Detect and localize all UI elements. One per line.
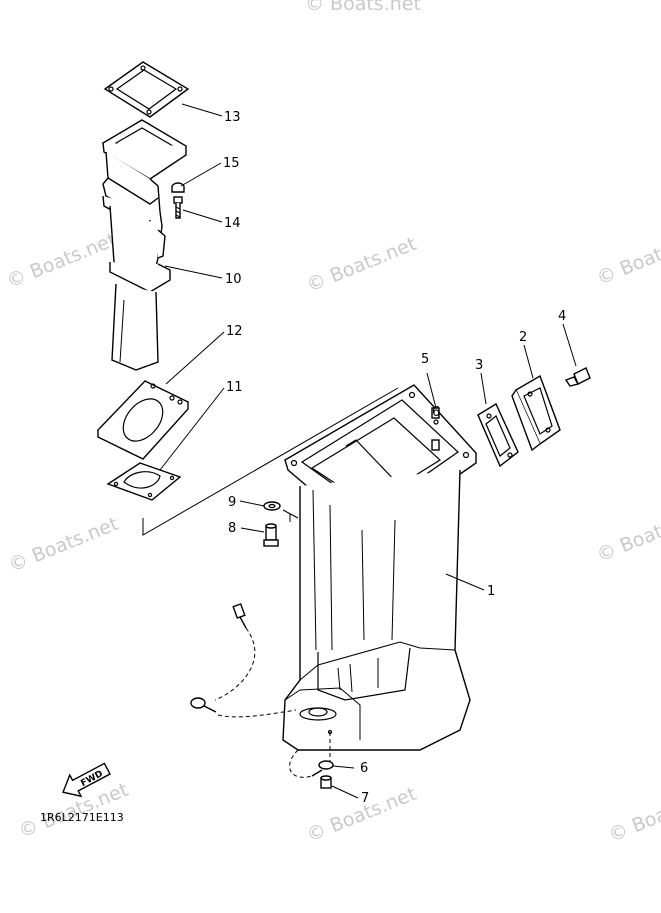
callout-12: 12	[226, 324, 243, 339]
casing-bolt-part[interactable]	[263, 523, 279, 547]
assembly-bracket	[142, 387, 399, 536]
callout-2: 2	[519, 330, 527, 345]
watermark: © Boats.net	[606, 783, 661, 847]
pipe-bolt-part[interactable]	[171, 182, 185, 219]
callout-labels: 1 2 3 4 5 6 7 8 9 10 11 12 13 14 15 6	[223, 110, 566, 806]
exhaust-cover-part[interactable]	[511, 374, 561, 452]
callout-9: 9	[228, 495, 236, 510]
casing-washer-part[interactable]	[263, 501, 281, 511]
callout-1: 1	[487, 584, 495, 599]
watermark: © Boats.net	[304, 233, 420, 297]
callout-6-lower: 6	[360, 761, 368, 776]
callout-11: 11	[226, 380, 243, 395]
drain-washer-part[interactable]	[311, 760, 334, 777]
watermark: © Boats.net	[305, 0, 421, 15]
upper-casing-part[interactable]	[282, 384, 478, 751]
callout-10: 10	[225, 272, 242, 287]
watermark: © Boats.net	[4, 229, 120, 293]
drain-path	[289, 749, 313, 778]
callout-14: 14	[224, 216, 241, 231]
callout-7: 7	[361, 791, 369, 806]
assembly-bracket	[282, 509, 299, 522]
leader-lines	[159, 103, 577, 799]
callout-6-upper: 6	[432, 405, 440, 420]
ground-lead-part[interactable]	[190, 603, 297, 718]
top-gasket-part[interactable]	[103, 61, 190, 118]
callout-5: 5	[421, 352, 429, 367]
callout-8: 8	[228, 521, 236, 536]
cover-gasket-part[interactable]	[477, 402, 519, 468]
callout-13: 13	[224, 110, 241, 125]
callout-4: 4	[558, 309, 566, 324]
watermark: © Boats.net	[594, 226, 661, 290]
watermark: © Boats.net	[594, 503, 661, 567]
callout-15: 15	[223, 156, 240, 171]
cover-bolt-part[interactable]	[564, 367, 591, 387]
exhaust-plate-part[interactable]	[96, 380, 190, 460]
callout-3: 3	[475, 358, 483, 373]
exhaust-pipe-part[interactable]	[101, 119, 188, 371]
drain-bolt-part[interactable]	[320, 775, 332, 789]
plate-gasket-part[interactable]	[106, 462, 182, 501]
drawing-code: 1R6L2171E113	[40, 811, 124, 824]
watermark: © Boats.net	[6, 513, 122, 577]
